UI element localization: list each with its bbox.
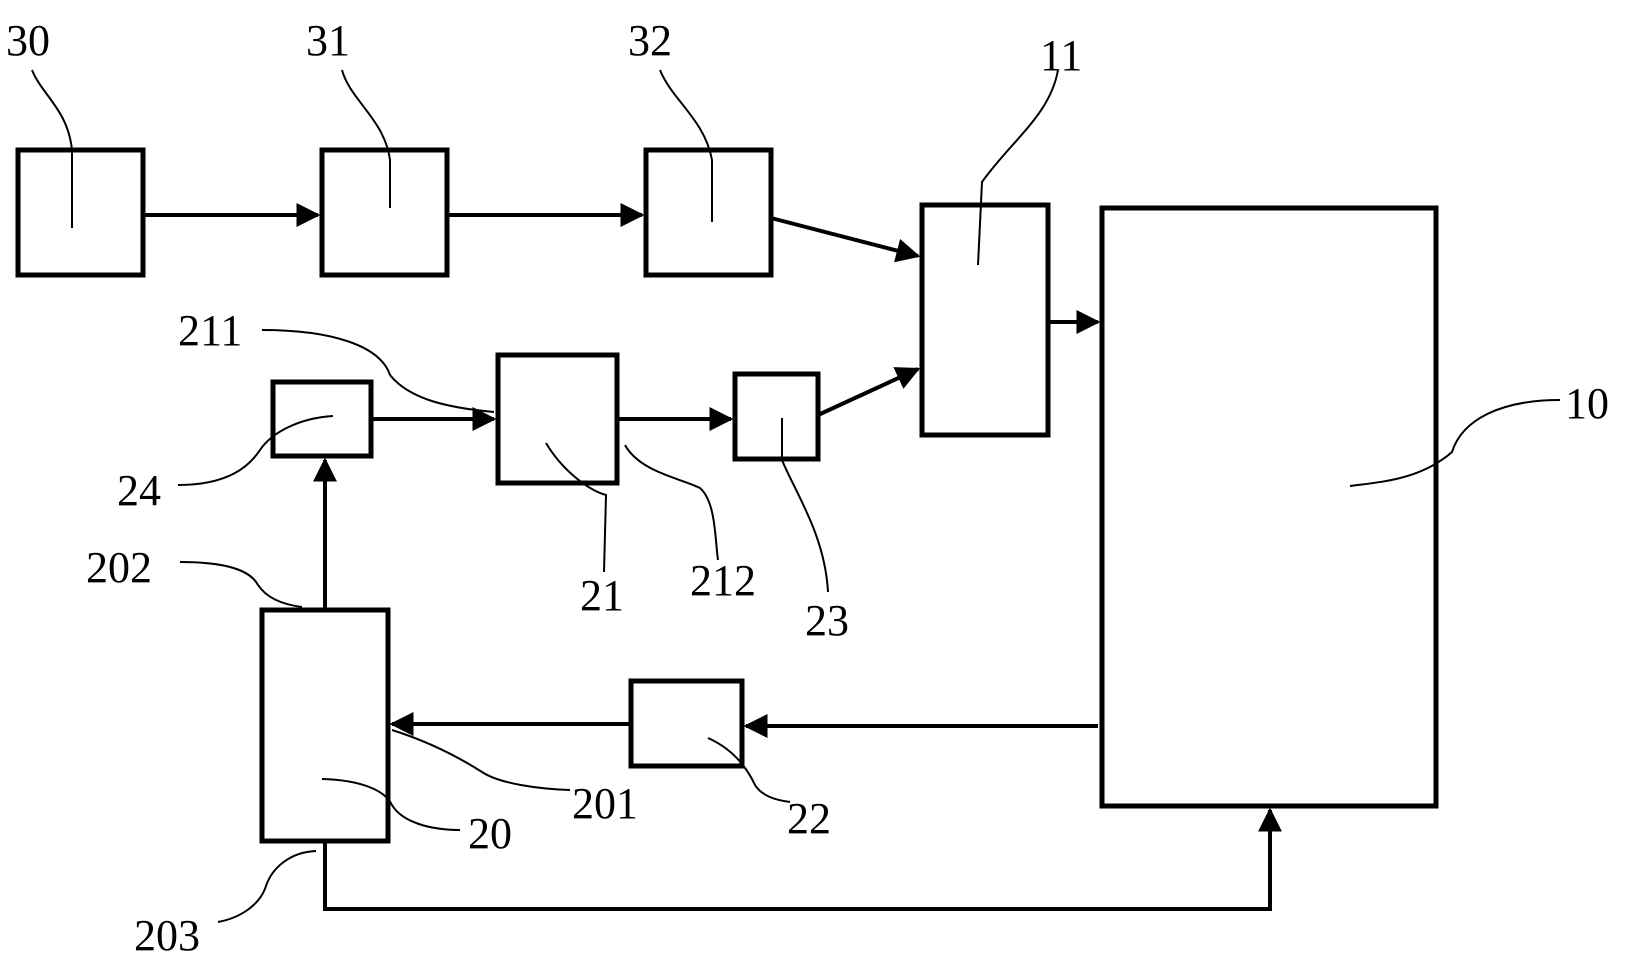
- leader-211: [261, 329, 495, 413]
- label-211: 211: [178, 306, 242, 355]
- leader-203: [217, 850, 317, 923]
- leader-32: [659, 69, 713, 222]
- label-201: 201: [572, 779, 638, 828]
- label-22: 22: [787, 794, 831, 843]
- block-21: [495, 352, 620, 486]
- leader-10: [1349, 399, 1561, 487]
- label-21: 21: [580, 571, 624, 620]
- label-11: 11: [1040, 31, 1082, 80]
- label-212: 212: [690, 556, 756, 605]
- leader-30: [31, 69, 73, 228]
- arrow-20-to-10: [323, 807, 1282, 911]
- block-23: [732, 371, 821, 462]
- label-32: 32: [628, 16, 672, 65]
- label-20: 20: [468, 809, 512, 858]
- label-23: 23: [805, 596, 849, 645]
- block-11: [919, 202, 1051, 438]
- label-203: 203: [134, 911, 200, 960]
- leader-202: [179, 561, 303, 608]
- leader-23: [781, 418, 829, 593]
- leader-212: [624, 444, 719, 561]
- leader-20: [321, 778, 461, 831]
- block-22: [628, 678, 745, 769]
- arrow-32-to-11: [770, 216, 921, 263]
- label-202: 202: [86, 543, 152, 592]
- leader-31: [341, 69, 391, 208]
- leader-11: [977, 69, 1059, 266]
- block-32: [643, 147, 774, 278]
- leader-21: [545, 442, 608, 573]
- leader-22: [707, 737, 791, 803]
- label-10: 10: [1565, 379, 1609, 428]
- label-31: 31: [306, 16, 350, 65]
- arrow-23-to-11: [817, 367, 921, 417]
- block-31: [319, 147, 450, 278]
- label-30: 30: [6, 16, 50, 65]
- leader-24: [177, 415, 334, 486]
- block-10: [1099, 205, 1439, 809]
- block-20: [259, 607, 391, 844]
- leader-201: [391, 729, 571, 791]
- block-30: [15, 147, 146, 278]
- block-24: [270, 379, 374, 459]
- label-24: 24: [117, 466, 161, 515]
